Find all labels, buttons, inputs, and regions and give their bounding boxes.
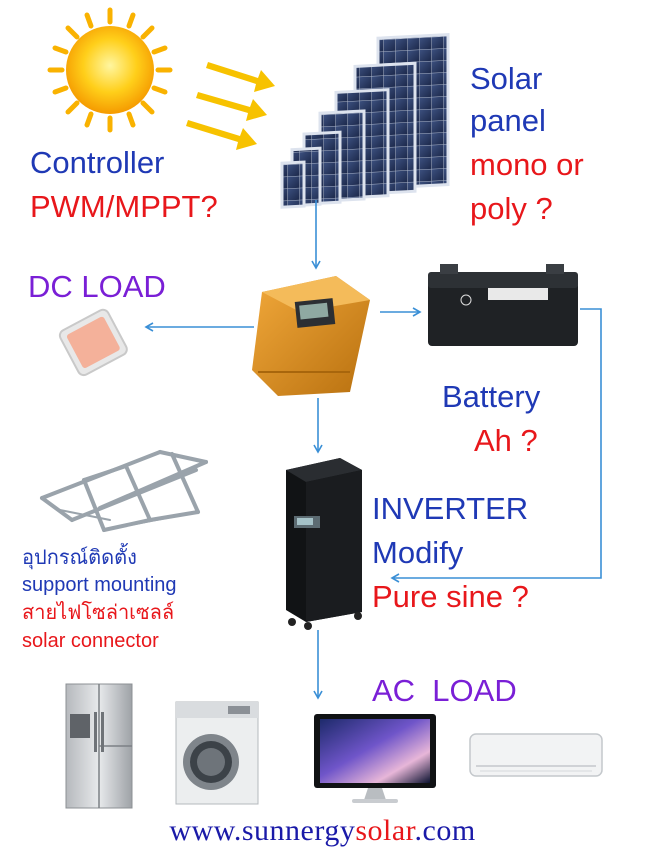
air-conditioner-icon: [469, 733, 603, 777]
monitor-icon: [314, 714, 436, 803]
website-url-prefix: www.sunnergy: [169, 814, 356, 847]
refrigerator-icon: [65, 683, 133, 809]
inverter-type-question: Pure sine ?: [372, 579, 529, 614]
mounting-thai-label: อุปกรณ์ติดตั้ง: [22, 547, 137, 569]
charge-controller-icon: [252, 276, 370, 396]
connector-thai-label: สายไฟโซล่าเซลล์: [22, 602, 175, 624]
dc-load-label: DC LOAD: [28, 269, 166, 304]
battery-capacity-question: Ah ?: [474, 423, 538, 458]
connector-label: solar connector: [22, 630, 159, 652]
ac-load-label: AC LOAD: [372, 673, 517, 708]
sunlight-arrows: [186, 62, 275, 150]
arrow-battery-to-inverter: [390, 308, 602, 583]
mounting-label: support mounting: [22, 574, 177, 596]
solar-panels-icon: [280, 32, 450, 209]
battery-label: Battery: [442, 379, 541, 414]
solar-panel-label: Solar: [470, 61, 543, 96]
sun-icon: [47, 7, 173, 133]
inverter-label: INVERTER: [372, 491, 529, 526]
mounting-rack-icon: [40, 450, 208, 532]
controller-label: Controller: [30, 145, 165, 180]
washing-machine-icon: [175, 701, 259, 805]
website-url-accent: solar: [355, 814, 415, 847]
website-url-suffix: .com: [414, 814, 476, 847]
solar-panel-label-line2: panel: [470, 103, 546, 138]
phone-icon: [58, 308, 128, 377]
inverter-icon: [286, 458, 362, 630]
battery-icon: [428, 264, 578, 346]
controller-type-question: PWM/MPPT?: [30, 189, 218, 224]
flow-arrows: [144, 200, 602, 700]
inverter-modify-label: Modify: [372, 535, 464, 570]
panel-type-question: mono or: [470, 147, 584, 182]
website-url: www.sunnergysolar.com: [0, 814, 645, 848]
panel-type-question-line2: poly ?: [470, 191, 553, 226]
